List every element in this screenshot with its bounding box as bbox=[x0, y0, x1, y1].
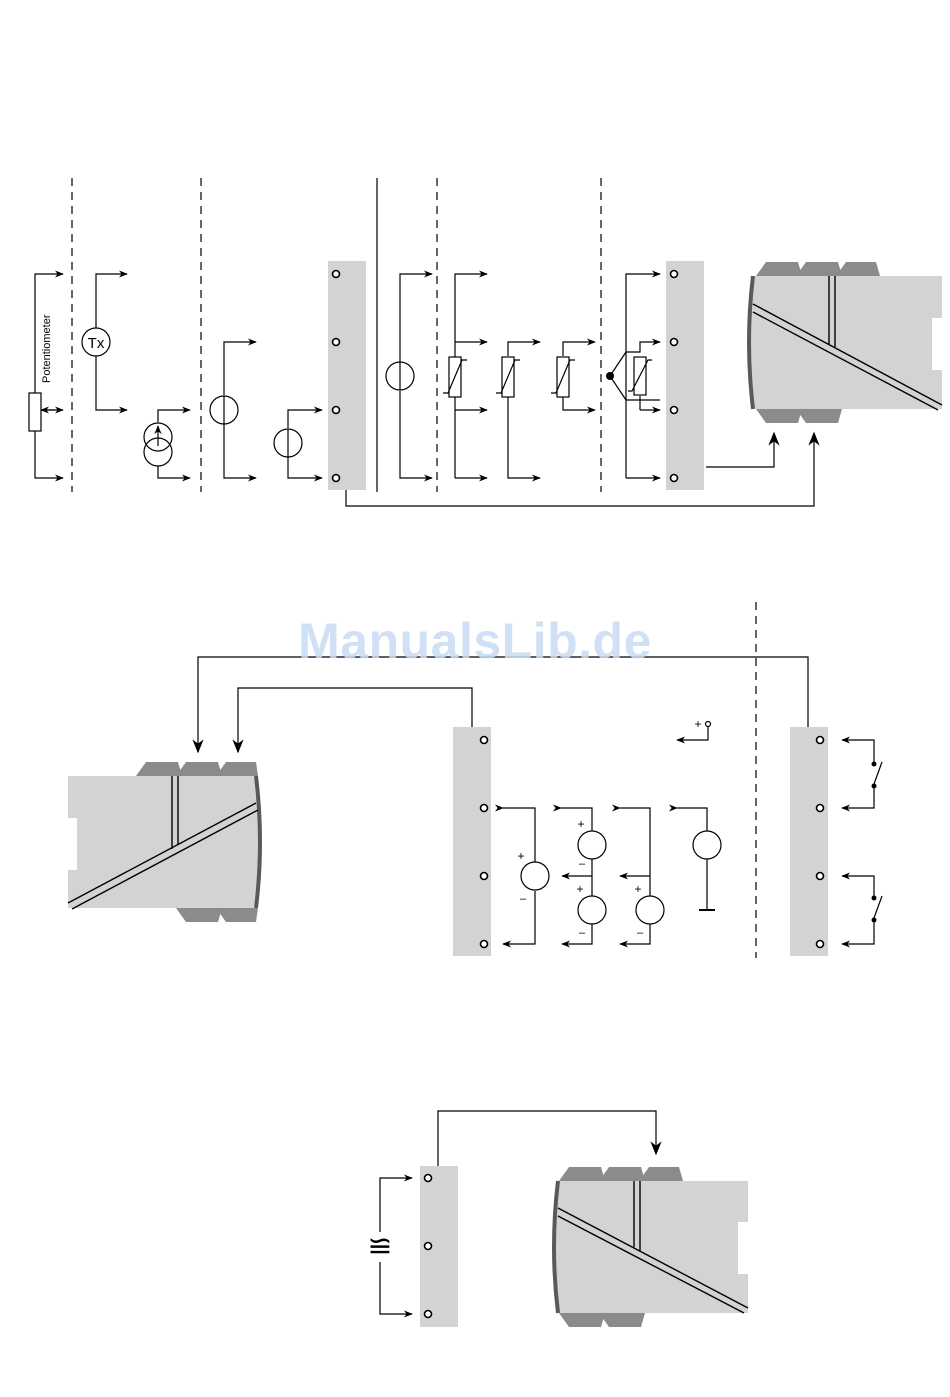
supply-line bbox=[380, 1178, 412, 1232]
plus-label: + bbox=[576, 882, 583, 896]
connection-line bbox=[706, 433, 774, 467]
potentiometer-label: Potentiometer bbox=[41, 314, 53, 383]
load-icon bbox=[636, 896, 664, 924]
switch-contact-1 bbox=[842, 740, 882, 808]
device-module-1 bbox=[749, 262, 942, 423]
minus-label: – bbox=[579, 858, 586, 870]
minus-label: – bbox=[579, 927, 586, 939]
plus-label: + bbox=[694, 717, 701, 731]
output-load-1 bbox=[503, 808, 549, 944]
supply-wiring-section bbox=[380, 1111, 748, 1327]
potentiometer-icon bbox=[29, 393, 41, 431]
load-icon bbox=[521, 862, 549, 890]
voltage-source-input-3 bbox=[386, 274, 432, 478]
plus-label: + bbox=[517, 849, 524, 863]
connection-line bbox=[346, 433, 814, 506]
terminal-block-output-c bbox=[453, 727, 491, 956]
transmitter-label: Tx bbox=[88, 335, 105, 352]
load-icon bbox=[693, 831, 721, 859]
switch-contact-2 bbox=[842, 876, 882, 944]
voltage-source-input-1 bbox=[210, 342, 256, 478]
ac-symbol-icon: ≌ bbox=[367, 1230, 392, 1263]
connection-line bbox=[238, 688, 472, 752]
output-wiring-section bbox=[68, 602, 882, 958]
supply-line bbox=[380, 1262, 412, 1314]
thermocouple-input bbox=[606, 274, 660, 478]
connection-line bbox=[198, 657, 808, 752]
plus-label: + bbox=[634, 882, 641, 896]
terminal-block-input-b bbox=[666, 261, 704, 490]
output-load-4 bbox=[677, 808, 721, 910]
supply-terminal-icon bbox=[706, 722, 711, 727]
junction-dot bbox=[606, 372, 614, 380]
plus-label: + bbox=[577, 817, 584, 831]
connection-line bbox=[438, 1111, 656, 1166]
input-wiring-section bbox=[29, 178, 942, 506]
minus-label: – bbox=[520, 893, 527, 905]
rtd-input-group bbox=[443, 274, 595, 478]
load-icon bbox=[578, 831, 606, 859]
device-module-3 bbox=[554, 1167, 748, 1327]
terminal-block-output-d bbox=[790, 727, 828, 956]
load-icon bbox=[578, 896, 606, 924]
voltage-source-input-2 bbox=[274, 410, 322, 478]
device-module-2 bbox=[68, 762, 260, 922]
terminal-block-input-a bbox=[328, 261, 366, 490]
minus-label: – bbox=[637, 927, 644, 939]
current-source-input bbox=[144, 410, 190, 478]
output-load-3 bbox=[620, 808, 664, 944]
